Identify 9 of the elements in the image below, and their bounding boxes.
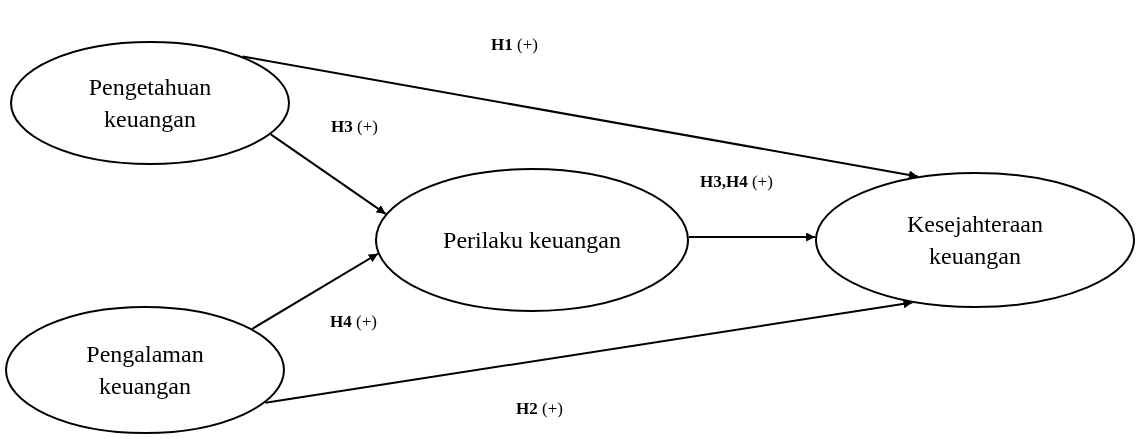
node-label: Perilaku keuangan	[443, 225, 621, 255]
arrow	[264, 299, 914, 404]
arrow	[251, 252, 379, 330]
arrow	[687, 232, 817, 242]
arrow	[269, 133, 387, 215]
arrow	[241, 55, 919, 180]
node-label: Pengetahuan keuangan	[87, 72, 213, 134]
node-label: Pengalaman keuangan	[85, 339, 205, 401]
node-label: Kesejahteraan keuangan	[906, 209, 1044, 271]
